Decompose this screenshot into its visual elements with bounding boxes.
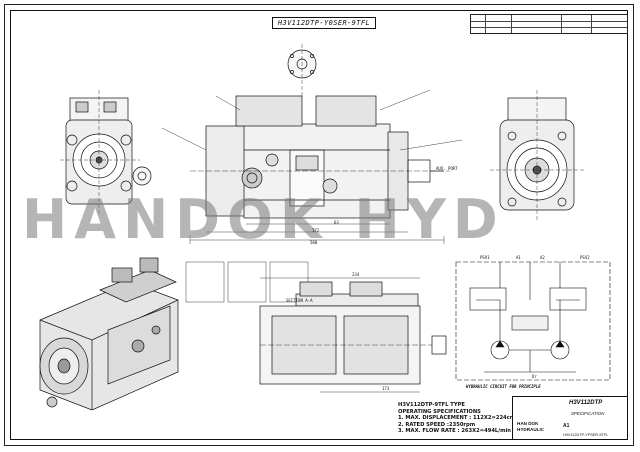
spec-tables-grid: [185, 261, 309, 303]
port-psv2: PSV2: [580, 255, 590, 260]
tb-drawing-no: H3V112DTP-YPSER-9TFL: [563, 433, 609, 437]
spec-type-line: H3V112DTP-9TFL TYPE: [398, 402, 465, 408]
port-a1: A1: [516, 255, 521, 260]
dim-173: 173: [382, 386, 390, 391]
outer-frame: [4, 4, 634, 446]
tb-sheet-title: SPECIFICATION: [571, 411, 605, 416]
main-side-view: [161, 44, 463, 244]
inner-frame: [10, 10, 628, 440]
isometric-view: [39, 257, 179, 411]
aux-port-label: AUX. PORT: [436, 166, 458, 171]
hydraulic-circuit: [455, 261, 611, 381]
revision-block: [470, 14, 628, 34]
port-dr: Dr: [532, 374, 537, 379]
tb-size: A1: [563, 423, 570, 429]
tb-model: H3V112DTP: [569, 400, 603, 406]
section-label: SECTION A-A: [286, 298, 313, 303]
drawing-title: H3V112DTP-Y0SER-9TFL: [272, 17, 376, 29]
left-end-view: [60, 90, 152, 214]
right-end-view: [490, 90, 586, 220]
spec-heading: OPERATING SPECIFICATIONS: [398, 408, 481, 415]
port-psv1: PSV1: [480, 255, 490, 260]
dim-63: 63: [334, 220, 339, 225]
dim-172: 172: [312, 228, 320, 233]
tb-company-line1: HAN DOK: [517, 421, 539, 426]
circuit-title: HYDRAULIC CIRCUIT FOR PRINCIPLE: [466, 384, 541, 389]
dim-500: 500: [310, 240, 318, 245]
dim-234: 234: [352, 272, 360, 277]
watermark-text: HANDOK HYD: [22, 188, 505, 251]
spec-line-1: 1. MAX. DISPLACEMENT : 112X2=224cm^3: [398, 415, 524, 422]
spec-line-3: 3. MAX. FLOW RATE : 263X2=494L/min: [398, 428, 512, 435]
section-view: [259, 277, 447, 393]
spec-line-2: 2. RATED SPEED :2350rpm: [398, 421, 476, 428]
title-block: H3V112DTP SPECIFICATION HAN DOK HYDRAULI…: [512, 396, 628, 440]
tb-company-line2: HYDRAULIC: [517, 427, 545, 432]
operating-specifications: H3V112DTP-9TFL TYPE OPERATING SPECIFICAT…: [398, 402, 548, 435]
port-a2: A2: [540, 255, 545, 260]
